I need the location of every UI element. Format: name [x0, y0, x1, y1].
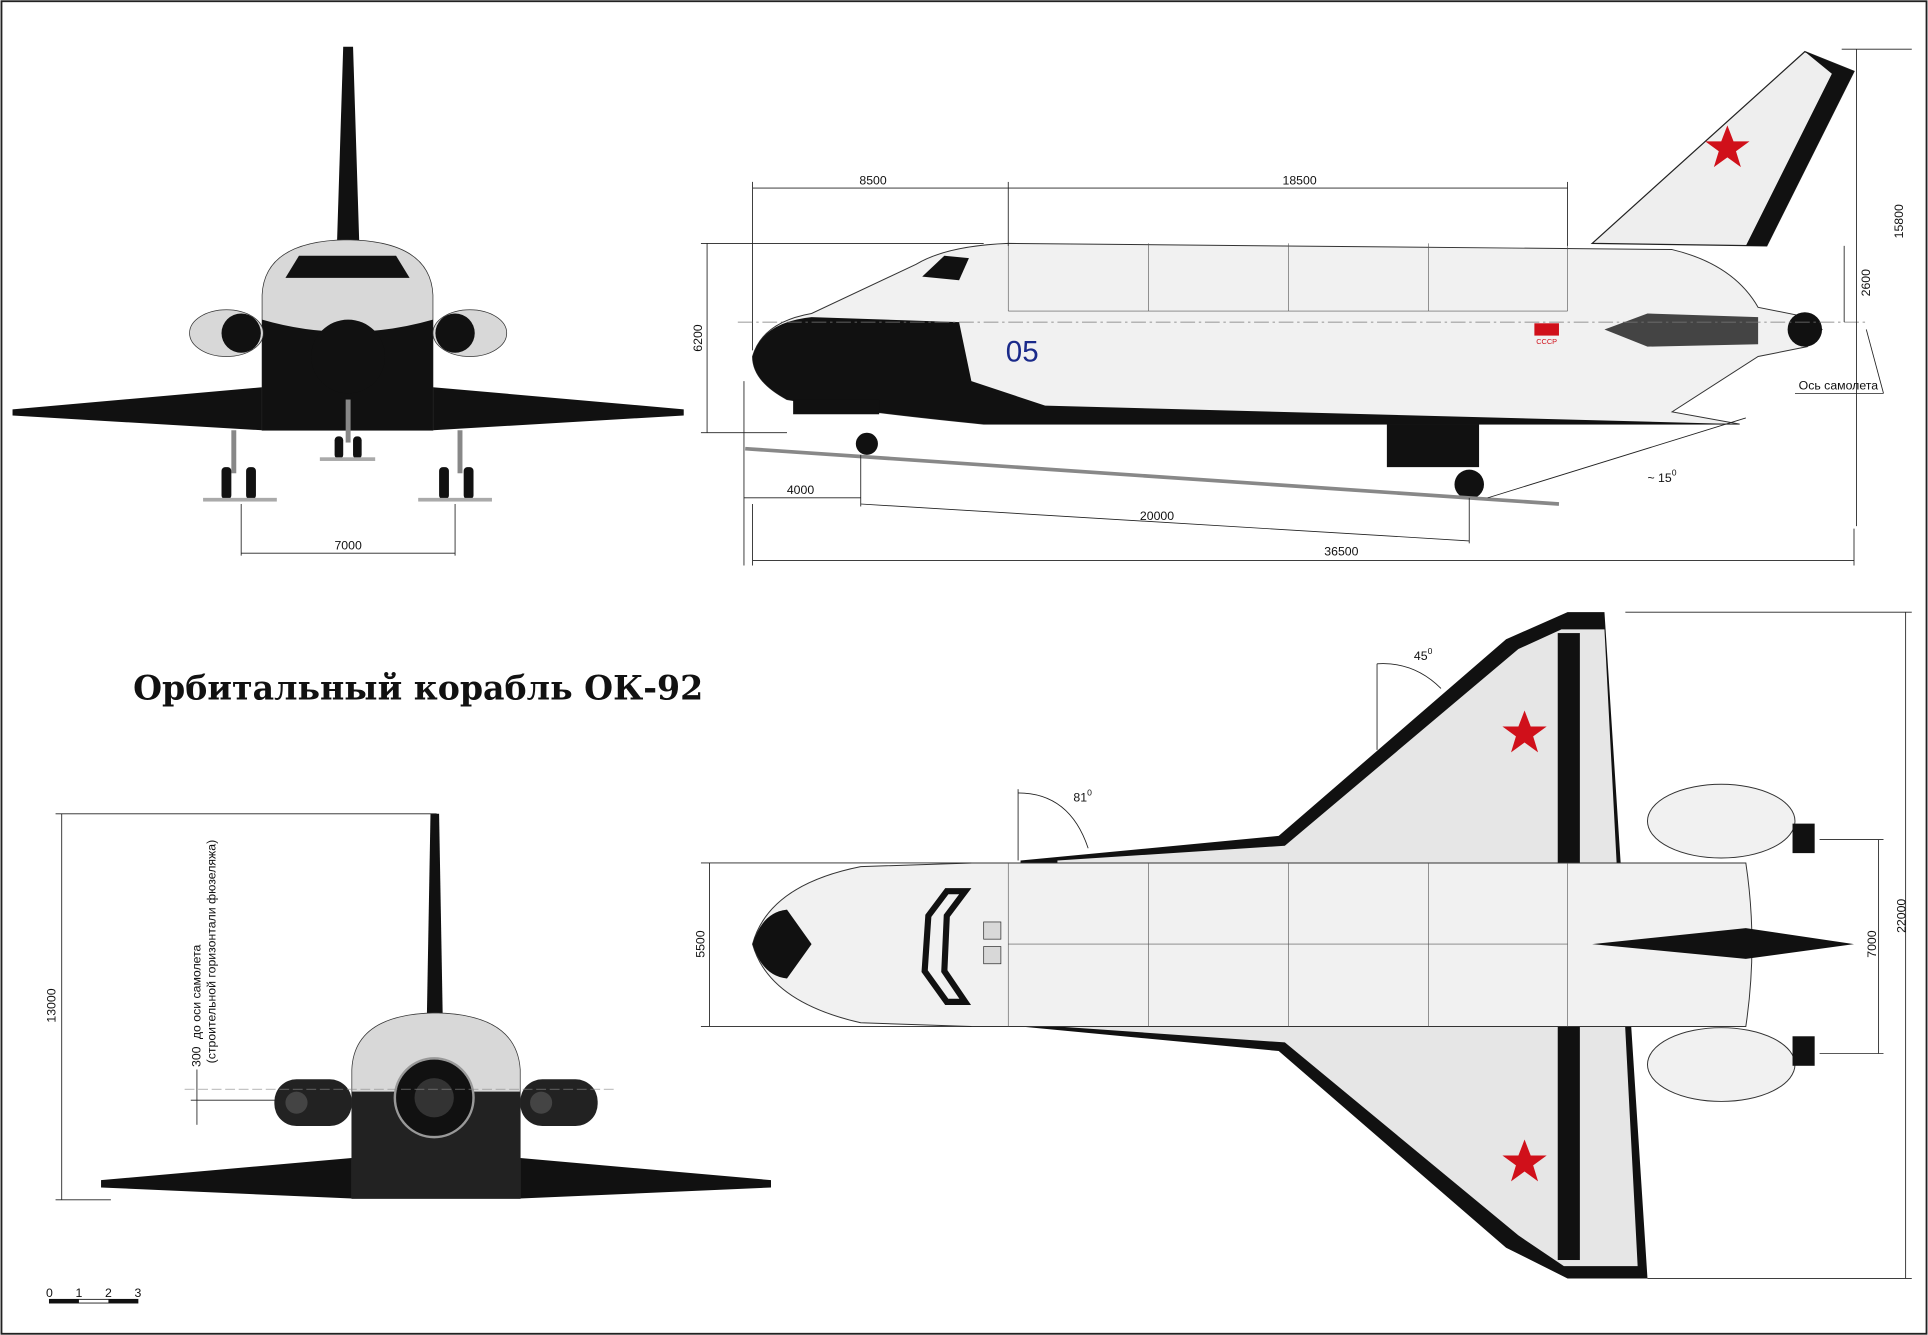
scale-bar: 0 1 2 3	[46, 1286, 142, 1304]
dim-tail-offset: 2600	[1859, 269, 1873, 296]
nose-wheel	[855, 432, 878, 455]
engine-pod-right	[1646, 1027, 1796, 1102]
angle-ground: ~ 150	[1647, 468, 1676, 485]
dim-track: 7000	[334, 538, 361, 552]
nose	[311, 319, 386, 394]
dim-wheelbase: 20000	[1140, 509, 1174, 523]
dim-fuselage-height: 6200	[691, 324, 705, 351]
drawing-title: Орбитальный корабль ОК-92	[133, 668, 703, 707]
nose	[752, 909, 812, 979]
dim-fuselage-width: 5500	[694, 930, 708, 957]
angle-strake: 810	[1073, 787, 1092, 804]
engine-nozzle	[1787, 312, 1823, 347]
ussr-marking: СССР	[1536, 337, 1557, 346]
main-wheel	[1454, 469, 1484, 500]
vertical-fin	[337, 46, 360, 241]
vertical-fin	[426, 813, 443, 1021]
top-view: 450 810 5500 7000 22000	[694, 125, 1912, 1279]
dim-nose-section: 8500	[859, 173, 886, 187]
side-view: 05 СССР 8500 18500 6200 15800 2600 Ось с…	[691, 48, 1912, 566]
heat-shield	[752, 317, 1740, 425]
orbiter-number: 05	[1006, 335, 1039, 368]
dim-nose-gear: 4000	[787, 483, 814, 497]
offset-note: (строительной горизонтали фюзеляжа)	[204, 840, 218, 1064]
svg-text:1: 1	[75, 1286, 82, 1300]
axis-label: Ось самолета	[1799, 379, 1879, 393]
front-view: 7000	[12, 46, 684, 556]
svg-text:2: 2	[105, 1286, 112, 1300]
engine-pod-left	[1646, 783, 1796, 859]
dim-payload-bay: 18500	[1283, 173, 1317, 187]
ussr-flag	[1534, 323, 1559, 336]
dim-wingspan: 22000	[1895, 899, 1909, 933]
cockpit-window	[922, 255, 969, 281]
star-insignia-tail	[1705, 125, 1750, 168]
rudder	[1745, 51, 1854, 246]
star-insignia-left	[1502, 710, 1547, 753]
angle-wing: 450	[1414, 646, 1433, 663]
dim-engine-spacing: 7000	[1865, 930, 1879, 957]
cockpit-windows	[285, 255, 410, 278]
dim-offset: 300до оси самолета	[190, 944, 204, 1067]
landing-gear	[203, 399, 492, 502]
vertical-fin	[1592, 928, 1854, 959]
svg-text:3: 3	[135, 1286, 142, 1300]
engine-pod-left	[274, 1079, 352, 1127]
main-gear-bay	[1386, 424, 1480, 468]
rear-view: 13000 300до оси самолета (строительной г…	[45, 813, 772, 1201]
dim-length: 36500	[1324, 545, 1358, 559]
dim-total-height: 15800	[1892, 204, 1906, 238]
svg-text:0: 0	[46, 1286, 53, 1300]
star-insignia-right	[1502, 1139, 1547, 1182]
ground-line	[745, 446, 1560, 506]
engine-pod-right	[520, 1079, 598, 1127]
dim-height: 13000	[45, 988, 59, 1022]
cockpit-windows	[921, 888, 972, 1005]
